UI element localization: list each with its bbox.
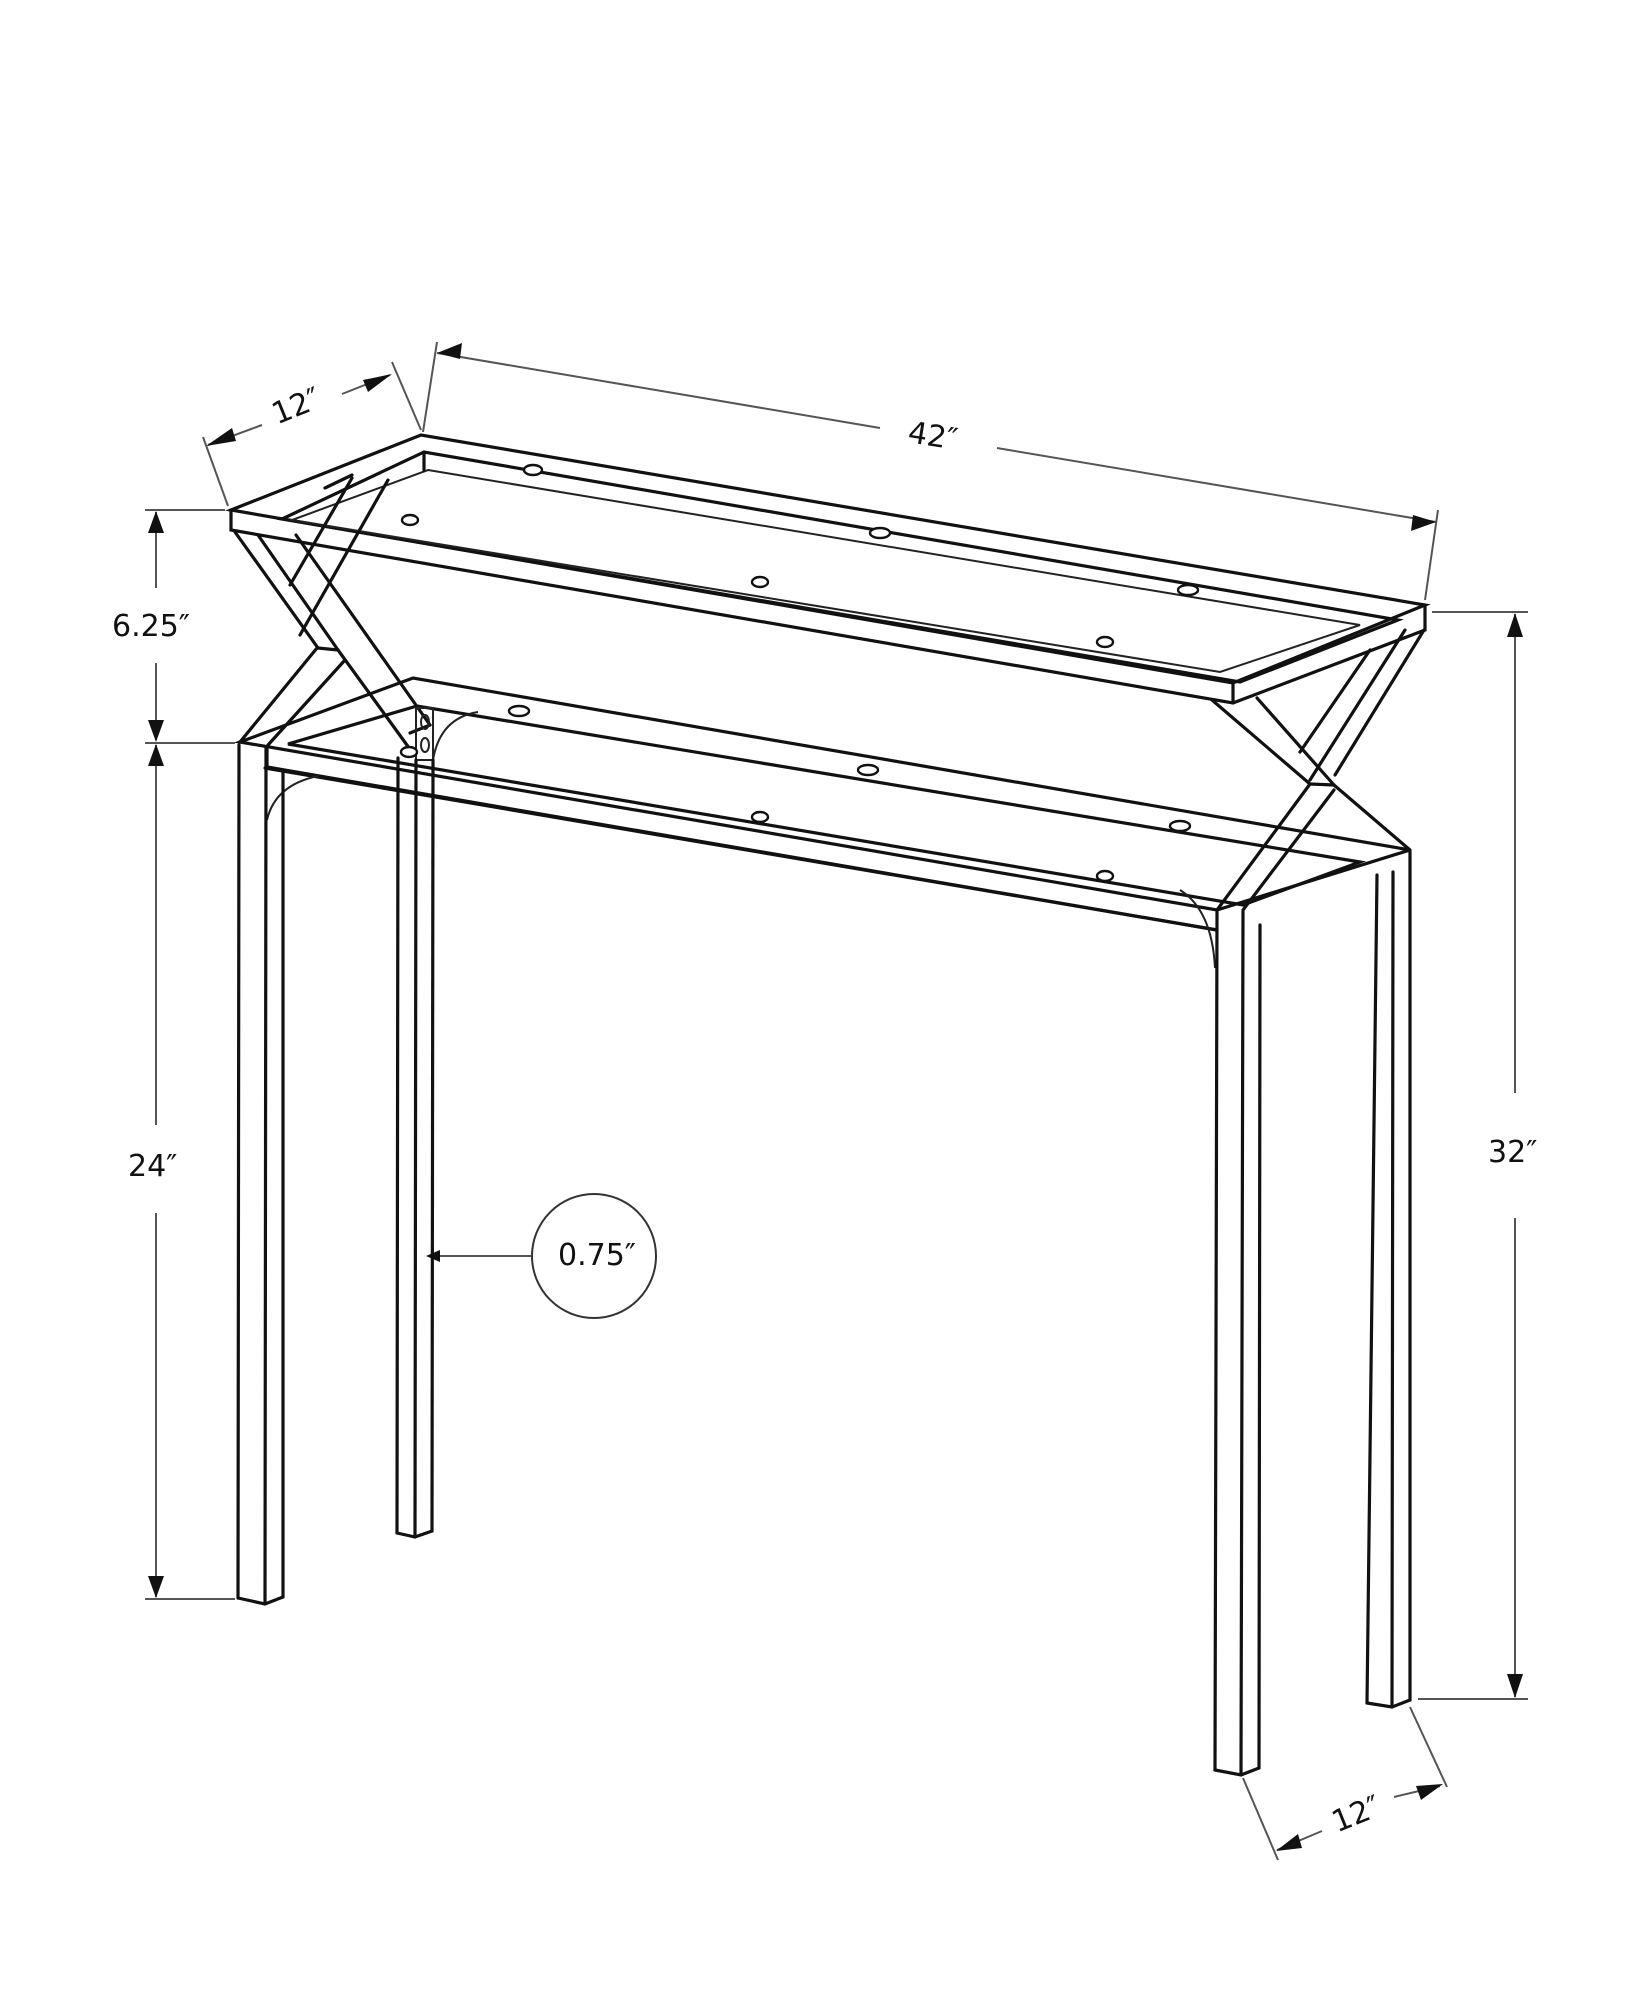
front-right-leg — [1213, 910, 1262, 1777]
front-left-leg — [236, 743, 285, 1606]
dimension-top-depth — [202, 361, 422, 507]
top-frame — [225, 433, 1431, 705]
bolt — [856, 763, 880, 777]
tube-thickness-label: 0.75″ — [558, 1238, 637, 1273]
left-x-brace — [233, 473, 432, 754]
bolt — [1168, 819, 1192, 833]
bolt — [1095, 635, 1115, 649]
bolt — [522, 463, 544, 477]
dimension-leg-height — [145, 744, 235, 1600]
dimension-top-frame-height — [145, 509, 235, 744]
bolt — [1095, 869, 1115, 883]
overall-height-label: 32″ — [1488, 1135, 1538, 1170]
dimension-bottom-depth — [1242, 1706, 1448, 1861]
back-right-leg — [1365, 850, 1412, 1709]
back-left-leg — [395, 756, 435, 1539]
top-frame-height-label: 6.25″ — [112, 609, 191, 644]
dimension-width — [422, 341, 1439, 601]
bolt — [750, 810, 770, 824]
width-label: 42″ — [905, 415, 960, 458]
bolt — [507, 704, 531, 718]
bolt — [1176, 583, 1200, 597]
dimension-tube-thickness — [426, 1250, 531, 1262]
bolts — [399, 463, 1200, 883]
bolt — [750, 575, 770, 589]
bolt — [399, 745, 419, 759]
right-x-brace — [1210, 628, 1426, 912]
bolt — [868, 526, 892, 540]
leg-height-label: 24″ — [128, 1149, 178, 1184]
legs — [236, 743, 1412, 1777]
bolt — [400, 513, 420, 527]
tube-thickness-callout — [531, 1193, 657, 1319]
dimension-overall-height — [1418, 611, 1528, 1700]
